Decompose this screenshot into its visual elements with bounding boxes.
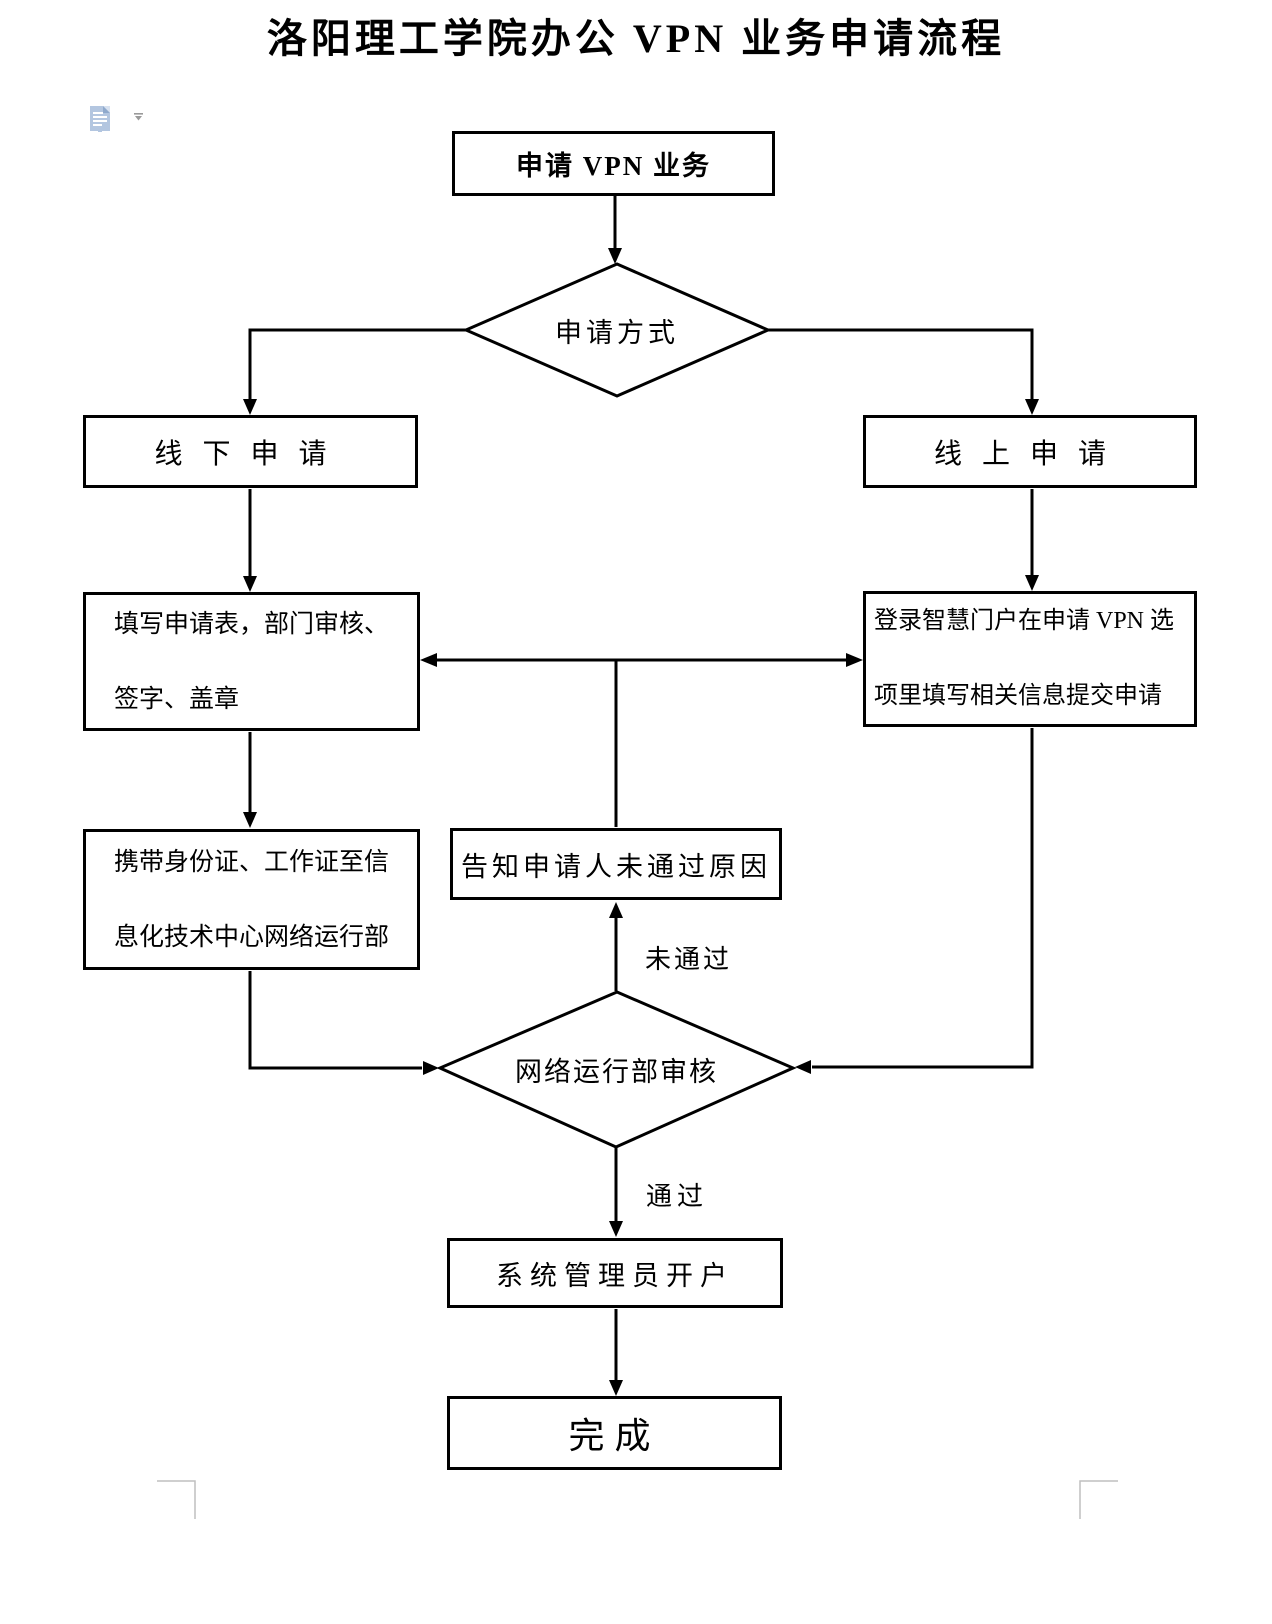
arrowhead-into-review-right <box>795 1060 811 1074</box>
page-margin-corner-left <box>157 1480 196 1519</box>
arrowhead-into-review-left <box>423 1061 439 1075</box>
arrowhead-into-carry <box>243 812 257 828</box>
edge-portal-to-review <box>812 728 1034 1069</box>
node-portal-line1: 登录智慧门户在申请 VPN 选 <box>874 608 1175 634</box>
node-online-label: 线上申请 <box>933 438 1126 470</box>
arrowhead-return-right <box>846 653 863 667</box>
node-offline-apply: 线下申请 <box>83 415 418 488</box>
arrowhead-into-portal <box>1025 575 1039 591</box>
arrowhead-into-offline <box>243 399 257 415</box>
page-margin-corner-right <box>1079 1480 1118 1519</box>
diamond-apply-method <box>462 262 772 398</box>
edge-method-to-online <box>768 328 1034 404</box>
paste-options-icon[interactable] <box>86 101 116 135</box>
node-start: 申请 VPN 业务 <box>452 131 775 196</box>
node-open-account: 系统管理员开户 <box>447 1238 783 1308</box>
node-portal-apply: 登录智慧门户在申请 VPN 选 项里填写相关信息提交申请 <box>863 591 1197 727</box>
node-fill-form: 填写申请表，部门审核、 签字、盖章 <box>83 592 420 731</box>
arrowhead-into-notify <box>609 902 623 918</box>
node-offline-label: 线下申请 <box>154 438 347 470</box>
node-finish-label: 完成 <box>568 1416 661 1456</box>
node-carry-id-line1: 携带身份证、工作证至信 <box>114 848 390 876</box>
node-start-label: 申请 VPN 业务 <box>516 151 711 181</box>
edge-method-to-offline <box>248 328 466 404</box>
edge-label-not-passed: 未通过 <box>645 945 733 974</box>
arrowhead-into-method <box>608 248 622 264</box>
node-fill-form-line2: 签字、盖章 <box>114 685 240 713</box>
diamond-review <box>436 990 797 1149</box>
node-carry-id: 携带身份证、工作证至信 息化技术中心网络运行部 <box>83 829 420 970</box>
arrowhead-return-left <box>420 653 437 667</box>
arrowhead-into-fill <box>243 576 257 592</box>
node-online-apply: 线上申请 <box>863 415 1197 488</box>
node-portal-line2: 项里填写相关信息提交申请 <box>874 683 1162 709</box>
node-finish: 完成 <box>447 1396 782 1470</box>
edge-carry-to-review <box>248 971 422 1070</box>
edge-label-passed: 通过 <box>646 1182 709 1211</box>
node-fill-form-line1: 填写申请表，部门审核、 <box>114 610 390 638</box>
node-carry-id-line2: 息化技术中心网络运行部 <box>114 923 390 951</box>
chevron-down-icon[interactable] <box>134 112 144 122</box>
arrowhead-into-finish <box>609 1380 623 1396</box>
node-notify-label: 告知申请人未通过原因 <box>461 851 771 882</box>
arrowhead-into-online <box>1025 399 1039 415</box>
node-notify-reason: 告知申请人未通过原因 <box>450 828 782 900</box>
page-title: 洛阳理工学院办公 VPN 业务申请流程 <box>266 16 1006 61</box>
arrowhead-into-open <box>609 1221 623 1237</box>
node-open-account-label: 系统管理员开户 <box>496 1260 734 1291</box>
